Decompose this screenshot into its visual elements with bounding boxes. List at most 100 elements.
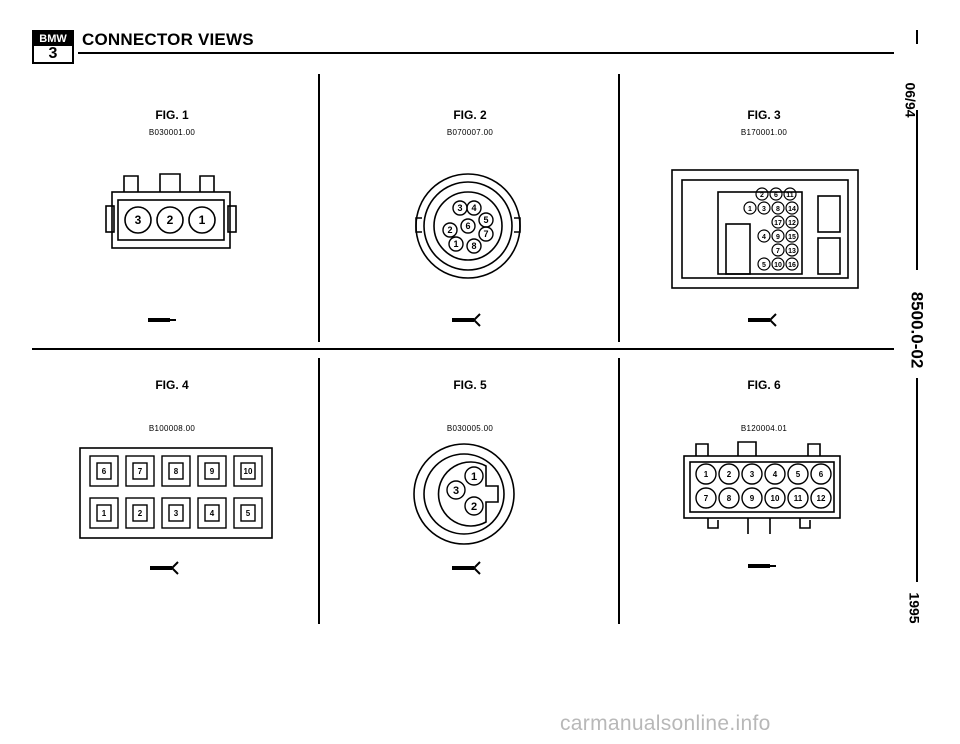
side-year: 1995 bbox=[906, 592, 923, 624]
fig-5-socket-symbol bbox=[452, 561, 481, 575]
fig-2-pin-5: 5 bbox=[483, 215, 488, 225]
fig-6-pin-label: 3 bbox=[750, 470, 755, 479]
fig-2-pin-8: 8 bbox=[471, 241, 476, 251]
fig-6-pin-label: 10 bbox=[771, 494, 780, 503]
fig-4-cavity bbox=[161, 455, 191, 487]
bmw-3-logo: BMW 3 bbox=[32, 30, 74, 64]
fig-4-pin-label: 5 bbox=[246, 509, 251, 518]
fig-6-pin-ring bbox=[764, 487, 786, 509]
fig-6-pin-label: 2 bbox=[727, 470, 732, 479]
fig-4-cavity bbox=[125, 497, 155, 529]
fig-4-pin-label: 3 bbox=[174, 509, 179, 518]
side-line-2 bbox=[916, 378, 918, 582]
column-divider-1 bbox=[318, 74, 320, 342]
fig-3-pin-1: 1 bbox=[748, 206, 752, 213]
fig-2-code: B070007.00 bbox=[446, 128, 494, 137]
fig-6-pin-ring bbox=[764, 463, 786, 485]
fig-6-pin-ring bbox=[810, 487, 832, 509]
fig-2-pin-6: 6 bbox=[465, 221, 470, 231]
fig-3-pin-11: 11 bbox=[786, 192, 794, 199]
fig-6-pin-label: 9 bbox=[750, 494, 755, 503]
column-divider-2 bbox=[618, 74, 620, 342]
fig-5-connector-diagram: 1 3 2 bbox=[413, 443, 515, 545]
fig-5-pin-1: 1 bbox=[471, 471, 477, 483]
fig-6-code: B120004.01 bbox=[740, 424, 788, 433]
fig-4-socket-symbol bbox=[150, 561, 179, 575]
fig-4-pin-label: 6 bbox=[102, 467, 107, 476]
fig-2-socket-symbol bbox=[452, 313, 481, 327]
side-section: 8500.0-02 bbox=[907, 291, 927, 369]
fig-6-pin-label: 8 bbox=[727, 494, 732, 503]
fig-3-pin-16: 16 bbox=[788, 262, 796, 269]
fig-6-pin-symbol bbox=[748, 564, 776, 568]
fig-6-pin-label: 11 bbox=[794, 494, 803, 503]
page-title: CONNECTOR VIEWS bbox=[82, 30, 254, 49]
fig-3-code: B170001.00 bbox=[740, 128, 788, 137]
fig-4-pin-label: 9 bbox=[210, 467, 215, 476]
fig-4-cavity-inner bbox=[240, 462, 256, 480]
fig-4-pin-label: 1 bbox=[102, 509, 107, 518]
fig-4-cavity-inner bbox=[96, 504, 112, 522]
fig-4-pin-label: 8 bbox=[174, 467, 179, 476]
fig-3-pin-12: 12 bbox=[788, 220, 796, 227]
logo-series: 3 bbox=[48, 45, 58, 62]
fig-2-connector-diagram: 3 4 5 2 6 7 1 8 bbox=[415, 173, 521, 279]
side-line-1 bbox=[916, 110, 918, 270]
logo-brand: BMW bbox=[34, 32, 72, 46]
fig-4-cavity bbox=[197, 455, 227, 487]
fig-4-pin-label: 7 bbox=[138, 467, 143, 476]
fig-2-pin-1: 1 bbox=[453, 239, 458, 249]
fig-5-pin-3: 3 bbox=[453, 485, 459, 497]
fig-4-cavity-inner bbox=[132, 462, 148, 480]
fig-6-pin-ring bbox=[741, 487, 763, 509]
fig-4-cavity-inner bbox=[240, 504, 256, 522]
fig-4-cavity bbox=[125, 455, 155, 487]
column-divider-3 bbox=[318, 358, 320, 624]
fig-1-code: B030001.00 bbox=[148, 128, 196, 137]
fig-6-pin-label: 1 bbox=[704, 470, 709, 479]
fig-3-connector-diagram: 2 6 11 1 3 8 14 17 12 4 9 15 7 13 5 10 1… bbox=[671, 169, 859, 289]
fig-3-pin-5: 5 bbox=[762, 262, 766, 269]
fig-4-cavity-inner bbox=[168, 504, 184, 522]
fig-3-pin-17: 17 bbox=[774, 220, 782, 227]
fig-3-pin-3: 3 bbox=[762, 206, 766, 213]
fig-6-pin-label: 12 bbox=[817, 494, 826, 503]
fig-4-cavity bbox=[89, 497, 119, 529]
fig-6-pin-label: 5 bbox=[796, 470, 801, 479]
fig-3-pin-8: 8 bbox=[776, 206, 780, 213]
fig-6-title: FIG. 6 bbox=[747, 378, 781, 392]
fig-2-pin-4: 4 bbox=[471, 203, 476, 213]
fig-3-pin-13: 13 bbox=[788, 248, 796, 255]
fig-4-cavity bbox=[233, 455, 263, 487]
fig-3-pin-7: 7 bbox=[776, 248, 780, 255]
fig-4-cavity bbox=[161, 497, 191, 529]
watermark: carmanualsonline.info bbox=[560, 712, 771, 735]
fig-4-title: FIG. 4 bbox=[155, 378, 189, 392]
fig-4-cavity-inner bbox=[132, 504, 148, 522]
column-divider-4 bbox=[618, 358, 620, 624]
fig-6-pin-ring bbox=[718, 463, 740, 485]
fig-3-pin-6: 6 bbox=[774, 192, 778, 199]
fig-6-pin-ring bbox=[741, 463, 763, 485]
fig-4-cavity-inner bbox=[96, 462, 112, 480]
fig-4-cavity bbox=[89, 455, 119, 487]
fig-3-pin-15: 15 bbox=[788, 234, 796, 241]
fig-2-title: FIG. 2 bbox=[453, 108, 487, 122]
fig-4-cavity-inner bbox=[204, 462, 220, 480]
fig-5-code: B030005.00 bbox=[446, 424, 494, 433]
fig-5-title: FIG. 5 bbox=[453, 378, 487, 392]
fig-4-cavity bbox=[233, 497, 263, 529]
fig-2-pin-2: 2 bbox=[447, 225, 452, 235]
fig-3-pin-9: 9 bbox=[776, 234, 780, 241]
fig-6-pin-label: 4 bbox=[773, 470, 778, 479]
fig-4-pin-label: 2 bbox=[138, 509, 143, 518]
fig-6-pin-label: 7 bbox=[704, 494, 709, 503]
fig-4-pin-label: 10 bbox=[244, 467, 253, 476]
fig-1-pin-c: 1 bbox=[199, 213, 206, 227]
fig-3-pin-10: 10 bbox=[774, 262, 782, 269]
fig-4-code: B100008.00 bbox=[148, 424, 196, 433]
fig-3-pin-14: 14 bbox=[788, 206, 796, 213]
fig-2-pin-3: 3 bbox=[457, 203, 462, 213]
fig-4-cavity-inner bbox=[168, 462, 184, 480]
